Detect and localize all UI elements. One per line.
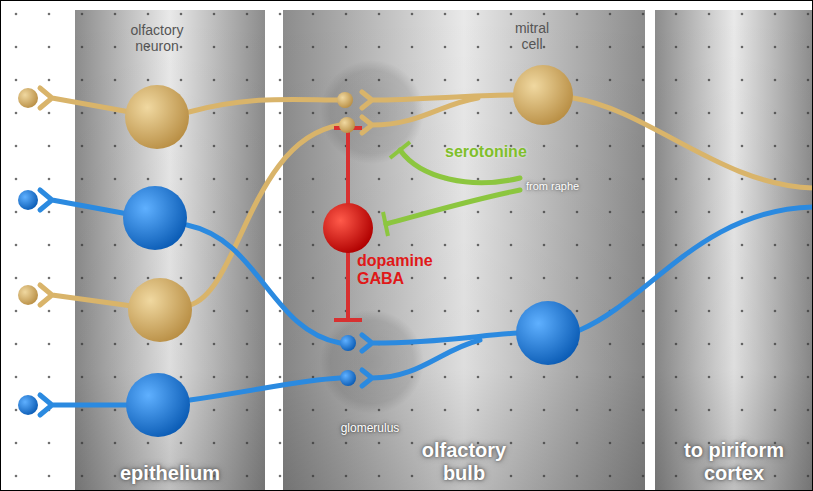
dendrite	[40, 285, 132, 306]
mitral-axon	[580, 207, 813, 330]
receptor-knob	[18, 88, 38, 108]
glomerulus-label: glomerulus	[315, 422, 425, 438]
mitral-dendrite	[362, 92, 515, 108]
cell-label: mitral cell	[503, 20, 561, 55]
neuron-body	[126, 373, 190, 437]
neuron-body	[125, 85, 189, 149]
receptor-knob	[18, 285, 38, 305]
glomerulus-shape	[320, 60, 424, 164]
interneuron-body	[323, 203, 373, 253]
mitral-body	[513, 65, 573, 125]
node-text: olfactory bulb	[414, 439, 514, 485]
axon	[189, 99, 340, 112]
cells	[18, 65, 580, 437]
dendrite	[40, 88, 130, 112]
interneuron-label: dopamine GABA	[357, 252, 449, 291]
inhibitory-end	[383, 212, 388, 236]
axon	[190, 125, 340, 305]
node-text: mitral cell	[503, 20, 561, 52]
cell-label: olfactory neuron	[107, 22, 207, 57]
receptor-knob	[18, 395, 38, 415]
receptor-knob	[18, 190, 38, 210]
dendrite	[40, 395, 130, 415]
inhibitory-end	[390, 142, 410, 158]
mitral-body	[516, 301, 580, 365]
mitral-dendrite	[362, 333, 518, 351]
neuron-body	[128, 278, 192, 342]
region-band: olfactory bulb glomerulus mitral cell dopam…	[283, 10, 645, 491]
axon	[190, 378, 340, 400]
serotonin-fibre	[386, 190, 520, 224]
dendrite	[40, 190, 128, 214]
mitral-dendrite	[362, 340, 480, 386]
transmitter-label: serotonine	[445, 143, 527, 161]
synapse-knob	[340, 370, 356, 386]
glomerulus-shape	[320, 310, 424, 414]
synapse-knob	[340, 335, 356, 351]
node-text: to piriform cortex	[684, 439, 784, 485]
mitral-dendrite	[362, 98, 478, 133]
node-text: dopamine GABA	[357, 252, 449, 289]
synapse-knob	[337, 92, 353, 108]
node-text: epithelium	[120, 462, 220, 485]
synapse-knob	[339, 117, 355, 133]
mitral-axon	[573, 98, 813, 188]
region-band: to piriform cortex	[655, 10, 813, 491]
node-text: glomerulus	[315, 422, 425, 436]
node-text: olfactory neuron	[107, 22, 207, 54]
region-band: epithelium olfactory neuron	[75, 10, 265, 491]
axon	[187, 225, 340, 343]
neuron-body	[123, 186, 187, 250]
source-label: from raphe	[526, 180, 579, 193]
